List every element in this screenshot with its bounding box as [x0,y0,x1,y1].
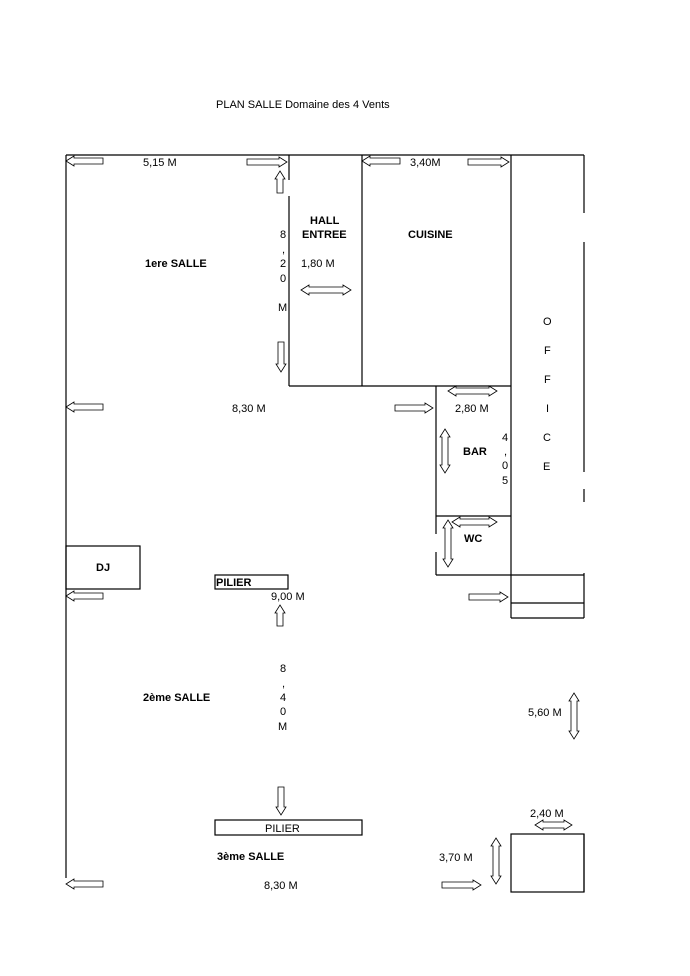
double-arrow-vertical-icon [442,519,454,568]
pillar-1-label: PILIER [216,577,252,589]
double-arrow-vertical-icon [490,837,502,885]
dimension-label: 3,70 M [439,852,473,864]
pillar-1 [214,574,289,590]
dimension-label: 9,00 M [271,591,305,603]
double-arrow-horizontal-icon [447,385,498,397]
office-letter: F [544,345,551,357]
dimension-vertical-char: 8 [280,663,286,675]
room-label-salle3: 3ème SALLE [217,851,284,863]
dimension-label: 1,80 M [301,258,335,270]
double-arrow-horizontal-icon [451,516,498,528]
arrow-down-icon [275,341,287,373]
room-label-salle2: 2ème SALLE [143,692,210,704]
pillar-2 [214,819,363,836]
arrow-up-icon [274,604,286,627]
dimension-vertical-char: , [282,244,285,256]
arrow-up-icon [274,170,286,194]
storage-room [510,833,585,893]
room-label-cuisine: CUISINE [408,229,453,241]
double-arrow-vertical-icon [568,692,580,740]
dimension-vertical-char: 0 [502,460,508,472]
dimension-vertical-char: 2 [280,258,286,270]
arrow-right-icon [441,879,482,891]
office-letter: E [543,461,550,473]
room-label-entree: ENTREE [302,229,347,241]
arrow-down-icon [275,786,287,816]
office-letter: F [544,374,551,386]
dimension-vertical-char: 4 [502,432,508,444]
arrow-left-icon [65,155,104,167]
arrow-right-icon [394,402,434,414]
dimension-label: 5,15 M [143,157,177,169]
dimension-arrows [65,155,580,891]
arrow-left-icon [65,401,104,413]
room-label-hall: HALL [310,215,340,227]
room-label-dj: DJ [96,562,110,574]
office-letter: I [546,403,549,415]
dimension-vertical-char: 8 [280,229,286,241]
dimension-vertical-char: 4 [280,692,286,704]
dimension-vertical-char: M [278,721,287,733]
plan-title: PLAN SALLE Domaine des 4 Vents [216,99,390,111]
dimension-label: 8,30 M [232,403,266,415]
walls [65,154,585,893]
dj-booth [65,545,141,590]
dimension-vertical-char: , [282,678,285,690]
arrow-left-icon [65,878,104,890]
double-arrow-horizontal-icon [534,819,573,831]
arrow-right-icon [467,156,510,168]
dimension-label: 8,30 M [264,880,298,892]
arrow-left-icon [65,590,104,602]
dimension-vertical-char: 5 [502,475,508,487]
room-label-salle1: 1ere SALLE [145,258,207,270]
dimension-label: 2,80 M [455,403,489,415]
room-label-wc: WC [464,533,482,545]
dimension-vertical-char: , [504,446,507,458]
arrow-right-icon [246,156,288,168]
dimension-vertical-char: 0 [280,706,286,718]
dimension-vertical-char: M [278,302,287,314]
office-letter: C [543,432,551,444]
dimension-vertical-char: 0 [280,273,286,285]
room-label-bar: BAR [463,446,487,458]
dimension-label: 5,60 M [528,707,562,719]
dimension-label: 3,40M [410,157,441,169]
double-arrow-horizontal-icon [300,284,352,296]
office-letter: O [543,316,552,328]
arrow-left-icon [361,155,401,167]
pillar-2-label: PILIER [265,823,300,835]
double-arrow-vertical-icon [439,428,451,474]
dimension-label: 2,40 M [530,808,564,820]
arrow-right-icon [468,591,509,603]
